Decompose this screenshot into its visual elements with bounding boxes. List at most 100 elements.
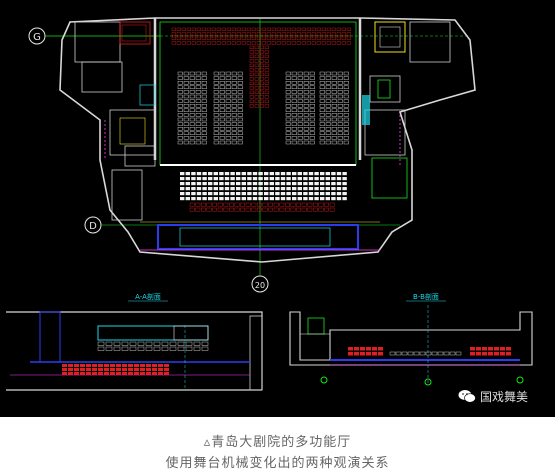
- seat-white: [201, 341, 209, 346]
- seat-white: [297, 80, 303, 85]
- seat-red: [171, 41, 176, 45]
- seat-white: [213, 113, 219, 117]
- seat-red: [92, 372, 97, 375]
- seat-white: [337, 76, 343, 80]
- seat-red: [348, 352, 353, 356]
- seat-red: [266, 32, 271, 36]
- seat-white: [297, 187, 302, 191]
- seat-white: [231, 103, 237, 108]
- seat-white: [337, 71, 343, 76]
- seat-red: [74, 368, 79, 371]
- seat-white: [185, 341, 193, 346]
- seat-red: [110, 364, 115, 367]
- seat-white: [193, 346, 201, 351]
- seat-white: [331, 90, 337, 94]
- seat-white: [196, 197, 202, 201]
- seat-red: [259, 95, 264, 99]
- seat-white: [201, 99, 207, 103]
- seat-white: [319, 76, 325, 80]
- seat-white: [224, 182, 230, 186]
- seat-red: [116, 364, 121, 367]
- seat-white: [252, 172, 258, 176]
- seat-red: [311, 36, 316, 40]
- seat-red: [171, 27, 176, 31]
- seat-white: [275, 172, 280, 176]
- seat-white: [213, 136, 219, 140]
- seat-white: [343, 94, 349, 99]
- seat-white: [280, 177, 286, 181]
- seat-red: [122, 372, 127, 375]
- seat-white: [247, 192, 252, 196]
- seat-white: [189, 140, 195, 145]
- seat-white: [389, 351, 396, 356]
- seat-red: [140, 364, 145, 367]
- seat-white: [303, 117, 309, 122]
- seat-white: [177, 126, 183, 131]
- seat-red: [281, 41, 286, 45]
- seat-white: [236, 182, 241, 186]
- seat-red: [259, 86, 264, 90]
- seat-red: [311, 27, 316, 31]
- seat-red: [216, 32, 221, 36]
- seat-white: [258, 197, 263, 201]
- seat-white: [153, 346, 161, 351]
- seat-red: [122, 364, 127, 367]
- seat-white: [195, 99, 201, 103]
- seat-red: [261, 36, 266, 40]
- seat-red: [251, 32, 256, 36]
- seat-red: [254, 104, 259, 108]
- seat-white: [291, 140, 297, 145]
- seat-white: [185, 177, 190, 181]
- seat-red: [181, 27, 186, 31]
- seat-white: [285, 108, 291, 113]
- seat-white: [319, 103, 325, 108]
- seat-red: [171, 32, 176, 36]
- seat-white: [331, 113, 337, 117]
- seat-white: [280, 192, 286, 196]
- seat-red: [488, 347, 493, 351]
- seat-red: [324, 202, 329, 207]
- seat-white: [285, 136, 291, 140]
- seat-red: [249, 63, 254, 67]
- seat-red: [80, 372, 85, 375]
- seat-white: [183, 108, 189, 113]
- seat-red: [313, 207, 318, 212]
- seat-white: [320, 182, 325, 186]
- seat-white: [191, 177, 196, 181]
- seat-white: [325, 117, 331, 122]
- seat-white: [308, 192, 314, 196]
- seat-white: [337, 113, 343, 117]
- seat-red: [266, 41, 271, 45]
- seat-red: [500, 347, 505, 351]
- seat-white: [297, 122, 303, 126]
- seat-white: [219, 85, 225, 90]
- seat-white: [183, 117, 189, 122]
- seat-white: [252, 192, 258, 196]
- seat-red: [256, 36, 261, 40]
- seat-red: [246, 36, 251, 40]
- seat-white: [237, 108, 243, 113]
- seat-red: [254, 63, 259, 67]
- seat-white: [208, 187, 213, 191]
- seat-red: [264, 63, 269, 67]
- seat-white: [331, 76, 337, 80]
- seat-red: [326, 36, 331, 40]
- seat-white: [195, 140, 201, 145]
- seat-white: [230, 187, 235, 191]
- seat-white: [225, 136, 231, 140]
- seat-white: [201, 126, 207, 131]
- seat-white: [189, 71, 195, 76]
- seat-red: [98, 372, 103, 375]
- seat-red: [211, 36, 216, 40]
- seat-red: [286, 27, 291, 31]
- seat-red: [506, 347, 511, 351]
- seat-white: [237, 117, 243, 122]
- seat-white: [258, 172, 263, 176]
- seat-white: [231, 80, 237, 85]
- seat-white: [331, 103, 337, 108]
- seat-red: [241, 27, 246, 31]
- seat-red: [264, 81, 269, 85]
- seat-white: [309, 108, 315, 113]
- seat-white: [191, 172, 196, 176]
- seat-white: [195, 131, 201, 136]
